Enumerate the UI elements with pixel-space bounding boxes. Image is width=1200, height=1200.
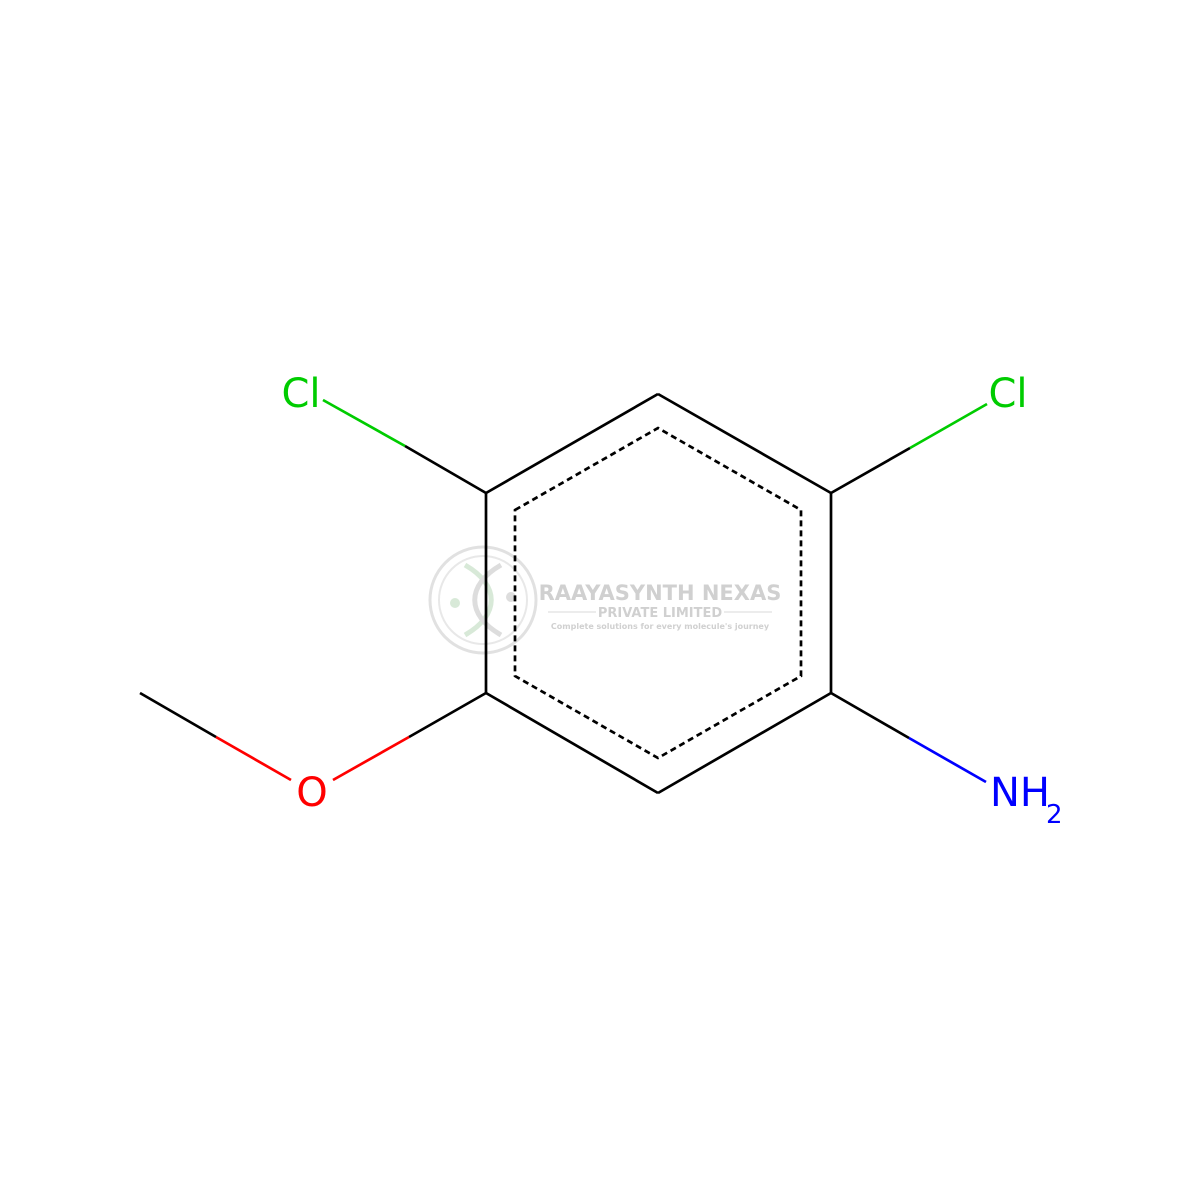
ring-bond-bottom-left — [485, 691, 659, 795]
watermark: RAAYASYNTH NEXAS PRIVATE LIMITED Complet… — [428, 545, 782, 655]
bond-c-cl-right-carbon-half — [830, 446, 911, 495]
bond-c-cl-left-chlorine-half — [322, 398, 406, 448]
watermark-tagline: Complete solutions for every molecule's … — [551, 622, 770, 631]
watermark-subtitle: PRIVATE LIMITED — [598, 606, 723, 621]
atom-amine-symbol: NH — [990, 770, 1050, 816]
atom-amine: NH 2 — [990, 770, 1063, 830]
benzene-ring — [484, 392, 833, 795]
bond-c-o-carbon-half — [408, 691, 487, 739]
aromatic-circuit — [513, 426, 803, 760]
bond-c-n-nitrogen-half — [908, 736, 987, 784]
ring-bond-top-right — [657, 392, 832, 495]
atom-chlorine-left: Cl — [281, 371, 320, 417]
atom-oxygen: O — [296, 770, 327, 816]
atom-chlorine-right: Cl — [988, 371, 1027, 417]
bond-c-cl-right-chlorine-half — [909, 402, 988, 450]
watermark-company: RAAYASYNTH NEXAS — [539, 581, 782, 605]
bond-c-o-oxygen-half — [332, 735, 410, 782]
aromatic-ring — [513, 426, 803, 760]
watermark-logo-icon — [428, 545, 538, 655]
atom-amine-subscript: 2 — [1046, 800, 1063, 830]
substituent-bonds — [139, 398, 988, 784]
ring-bond-top-left — [485, 392, 659, 495]
bond-c-cl-left-carbon-half — [404, 444, 487, 495]
bond-o-ch3-methyl-half — [139, 691, 217, 739]
bond-c-n-carbon-half — [830, 691, 910, 740]
bond-o-ch3-oxygen-half — [215, 735, 292, 782]
ring-bond-bottom-right — [657, 691, 832, 795]
atom-labels: Cl Cl O NH 2 — [281, 371, 1062, 830]
